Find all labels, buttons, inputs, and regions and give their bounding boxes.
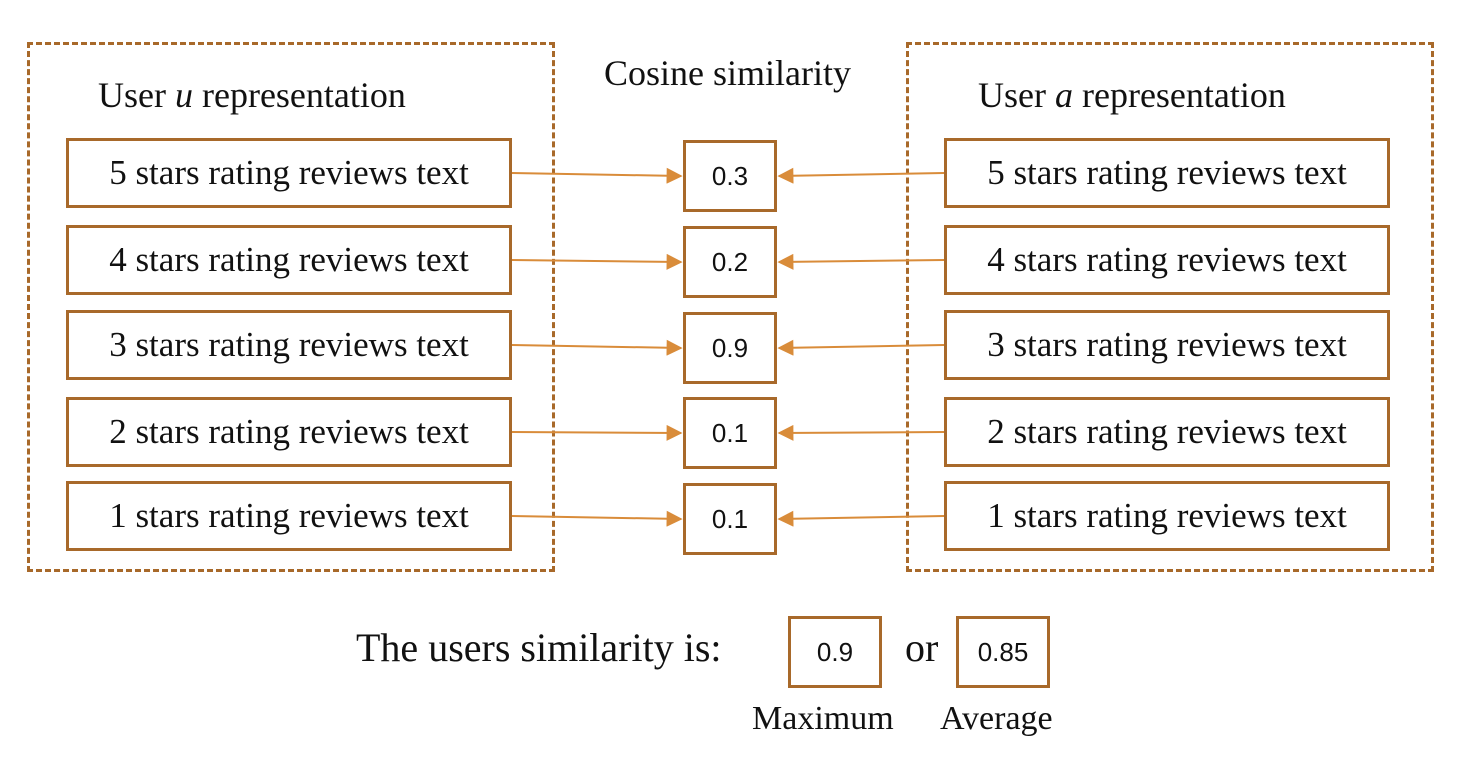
user-u-variable: u [174,75,193,115]
cosine-similarity-title: Cosine similarity [604,53,851,93]
or-label: or [905,625,939,670]
cosine-score-box: 0.1 [683,397,777,469]
cosine-score-box: 0.9 [683,312,777,384]
user-a-variable: a [1054,75,1073,115]
arrow-a-to-score [777,510,945,527]
user-u-review-box: 3 stars rating reviews text [66,310,512,380]
max-similarity-box: 0.9 [788,616,882,688]
summary-label: The users similarity is: [356,625,722,670]
arrow-u-to-score [511,167,683,184]
user-u-title-suffix: representation [192,75,406,115]
arrow-u-to-score [511,253,683,270]
user-a-review-box: 3 stars rating reviews text [944,310,1390,380]
user-u-group [27,42,555,572]
user-a-title: User a representation [978,74,1286,116]
cosine-score-box: 0.2 [683,226,777,298]
arrow-a-to-score [777,167,945,184]
arrow-u-to-score [511,424,683,441]
avg-caption: Average [940,700,1053,737]
user-a-group [906,42,1434,572]
user-a-review-box: 4 stars rating reviews text [944,225,1390,295]
user-u-review-box: 1 stars rating reviews text [66,481,512,551]
arrow-a-to-score [777,253,945,270]
arrow-a-to-score [777,424,945,441]
cosine-score-box: 0.3 [683,140,777,212]
arrow-u-to-score [511,510,683,527]
user-u-review-box: 5 stars rating reviews text [66,138,512,208]
user-u-review-box: 2 stars rating reviews text [66,397,512,467]
arrow-u-to-score [511,339,683,356]
user-a-title-suffix: representation [1072,75,1286,115]
user-u-title: User u representation [98,74,406,116]
user-a-title-prefix: User [978,75,1055,115]
arrow-a-to-score [777,339,945,356]
user-a-review-box: 5 stars rating reviews text [944,138,1390,208]
max-caption: Maximum [752,700,894,737]
user-a-review-box: 1 stars rating reviews text [944,481,1390,551]
user-u-review-box: 4 stars rating reviews text [66,225,512,295]
cosine-score-box: 0.1 [683,483,777,555]
user-u-title-prefix: User [98,75,175,115]
user-a-review-box: 2 stars rating reviews text [944,397,1390,467]
avg-similarity-box: 0.85 [956,616,1050,688]
